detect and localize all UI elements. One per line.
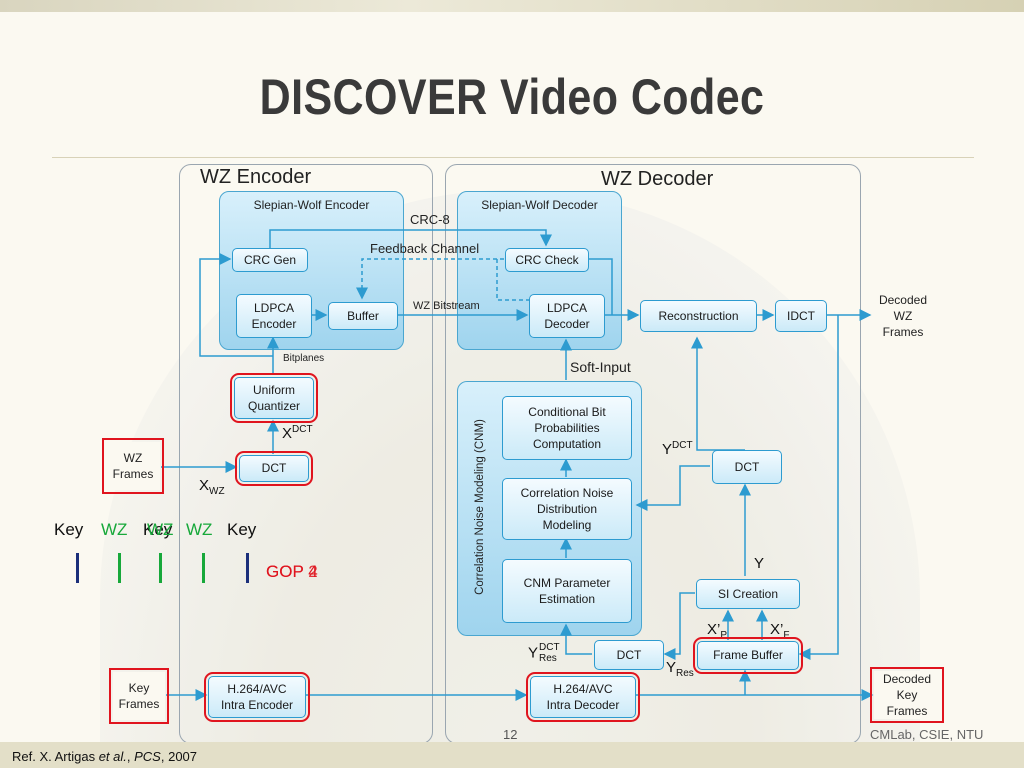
decoder-dct-upper-block: DCT [712,450,782,484]
idct-block: IDCT [775,300,827,332]
x-wz-label: XWZ [199,477,225,497]
crc-check-block: CRC Check [505,248,589,272]
gop-wz-label-2: WZ [147,520,174,539]
y-dct-label: YDCT [662,440,693,458]
soft-input-label: Soft-Input [570,359,631,375]
xp-label: X’P [707,621,728,641]
wz-decoder-title: WZ Decoder [601,168,714,190]
gop-size-label-1: GOP 4 [266,562,318,581]
slepian-wolf-encoder-label: Slepian-Wolf Encoder [253,198,370,212]
footer-band [0,742,1024,768]
y-res-label: YRes [666,659,694,679]
reconstruction-block: Reconstruction [640,300,757,332]
top-band [0,0,1024,12]
buffer-block: Buffer [328,302,398,330]
gop-key-label-2: Key [143,520,173,539]
ldpca-encoder-line1: LDPCA [253,300,294,315]
uniform-quantizer-block: Uniform Quantizer [230,373,318,423]
gop-wz-label-3: WZ [186,520,213,539]
gop-key-label-1: Key [54,520,84,539]
decoder-dct-lower-block: DCT [594,640,664,670]
ldpca-encoder-block: LDPCA Encoder [236,294,312,338]
frame-buffer-block: Frame Buffer [693,637,803,674]
gop-wz-label-1: WZ [101,520,128,539]
y-label: Y [754,555,765,572]
page-number: 12 [503,727,518,742]
slide-title: DISCOVER Video Codec [259,69,765,125]
quantizer-line2: Quantizer [247,399,301,413]
wz-bitstream-label: WZ Bitstream [413,300,480,312]
gop-key-label-3: Key [227,520,257,539]
gop-wz-tick-1 [118,553,121,583]
quantizer-line1: Uniform [252,382,295,397]
bitplanes-label: Bitplanes [283,353,325,364]
si-creation-block: SI Creation [696,579,800,609]
crc8-label: CRC-8 [410,212,450,227]
feedback-channel-label: Feedback Channel [370,241,480,256]
crc-gen-block: CRC Gen [232,248,308,272]
gop-wz-tick-2 [159,553,162,583]
gop-wz-tick-3 [202,553,205,583]
wz-encoder-title: WZ Encoder [200,166,312,188]
gop-key-tick-1 [76,553,79,583]
encoder-dct-block: DCT [235,451,313,486]
gop-key-tick-2 [246,553,249,583]
gop-size-label-2: GOP 2 [266,562,318,581]
ldpca-encoder-line2: Encoder [251,317,297,331]
title-rule [52,157,974,158]
xf-label: X’F [770,621,790,641]
reference-citation: Ref. X. Artigas et al., PCS, 2007 [12,749,198,764]
lab-name: CMLab, CSIE, NTU [870,727,984,742]
x-dct-label: XDCT [282,424,313,442]
slepian-wolf-decoder-label: Slepian-Wolf Decoder [481,198,598,212]
